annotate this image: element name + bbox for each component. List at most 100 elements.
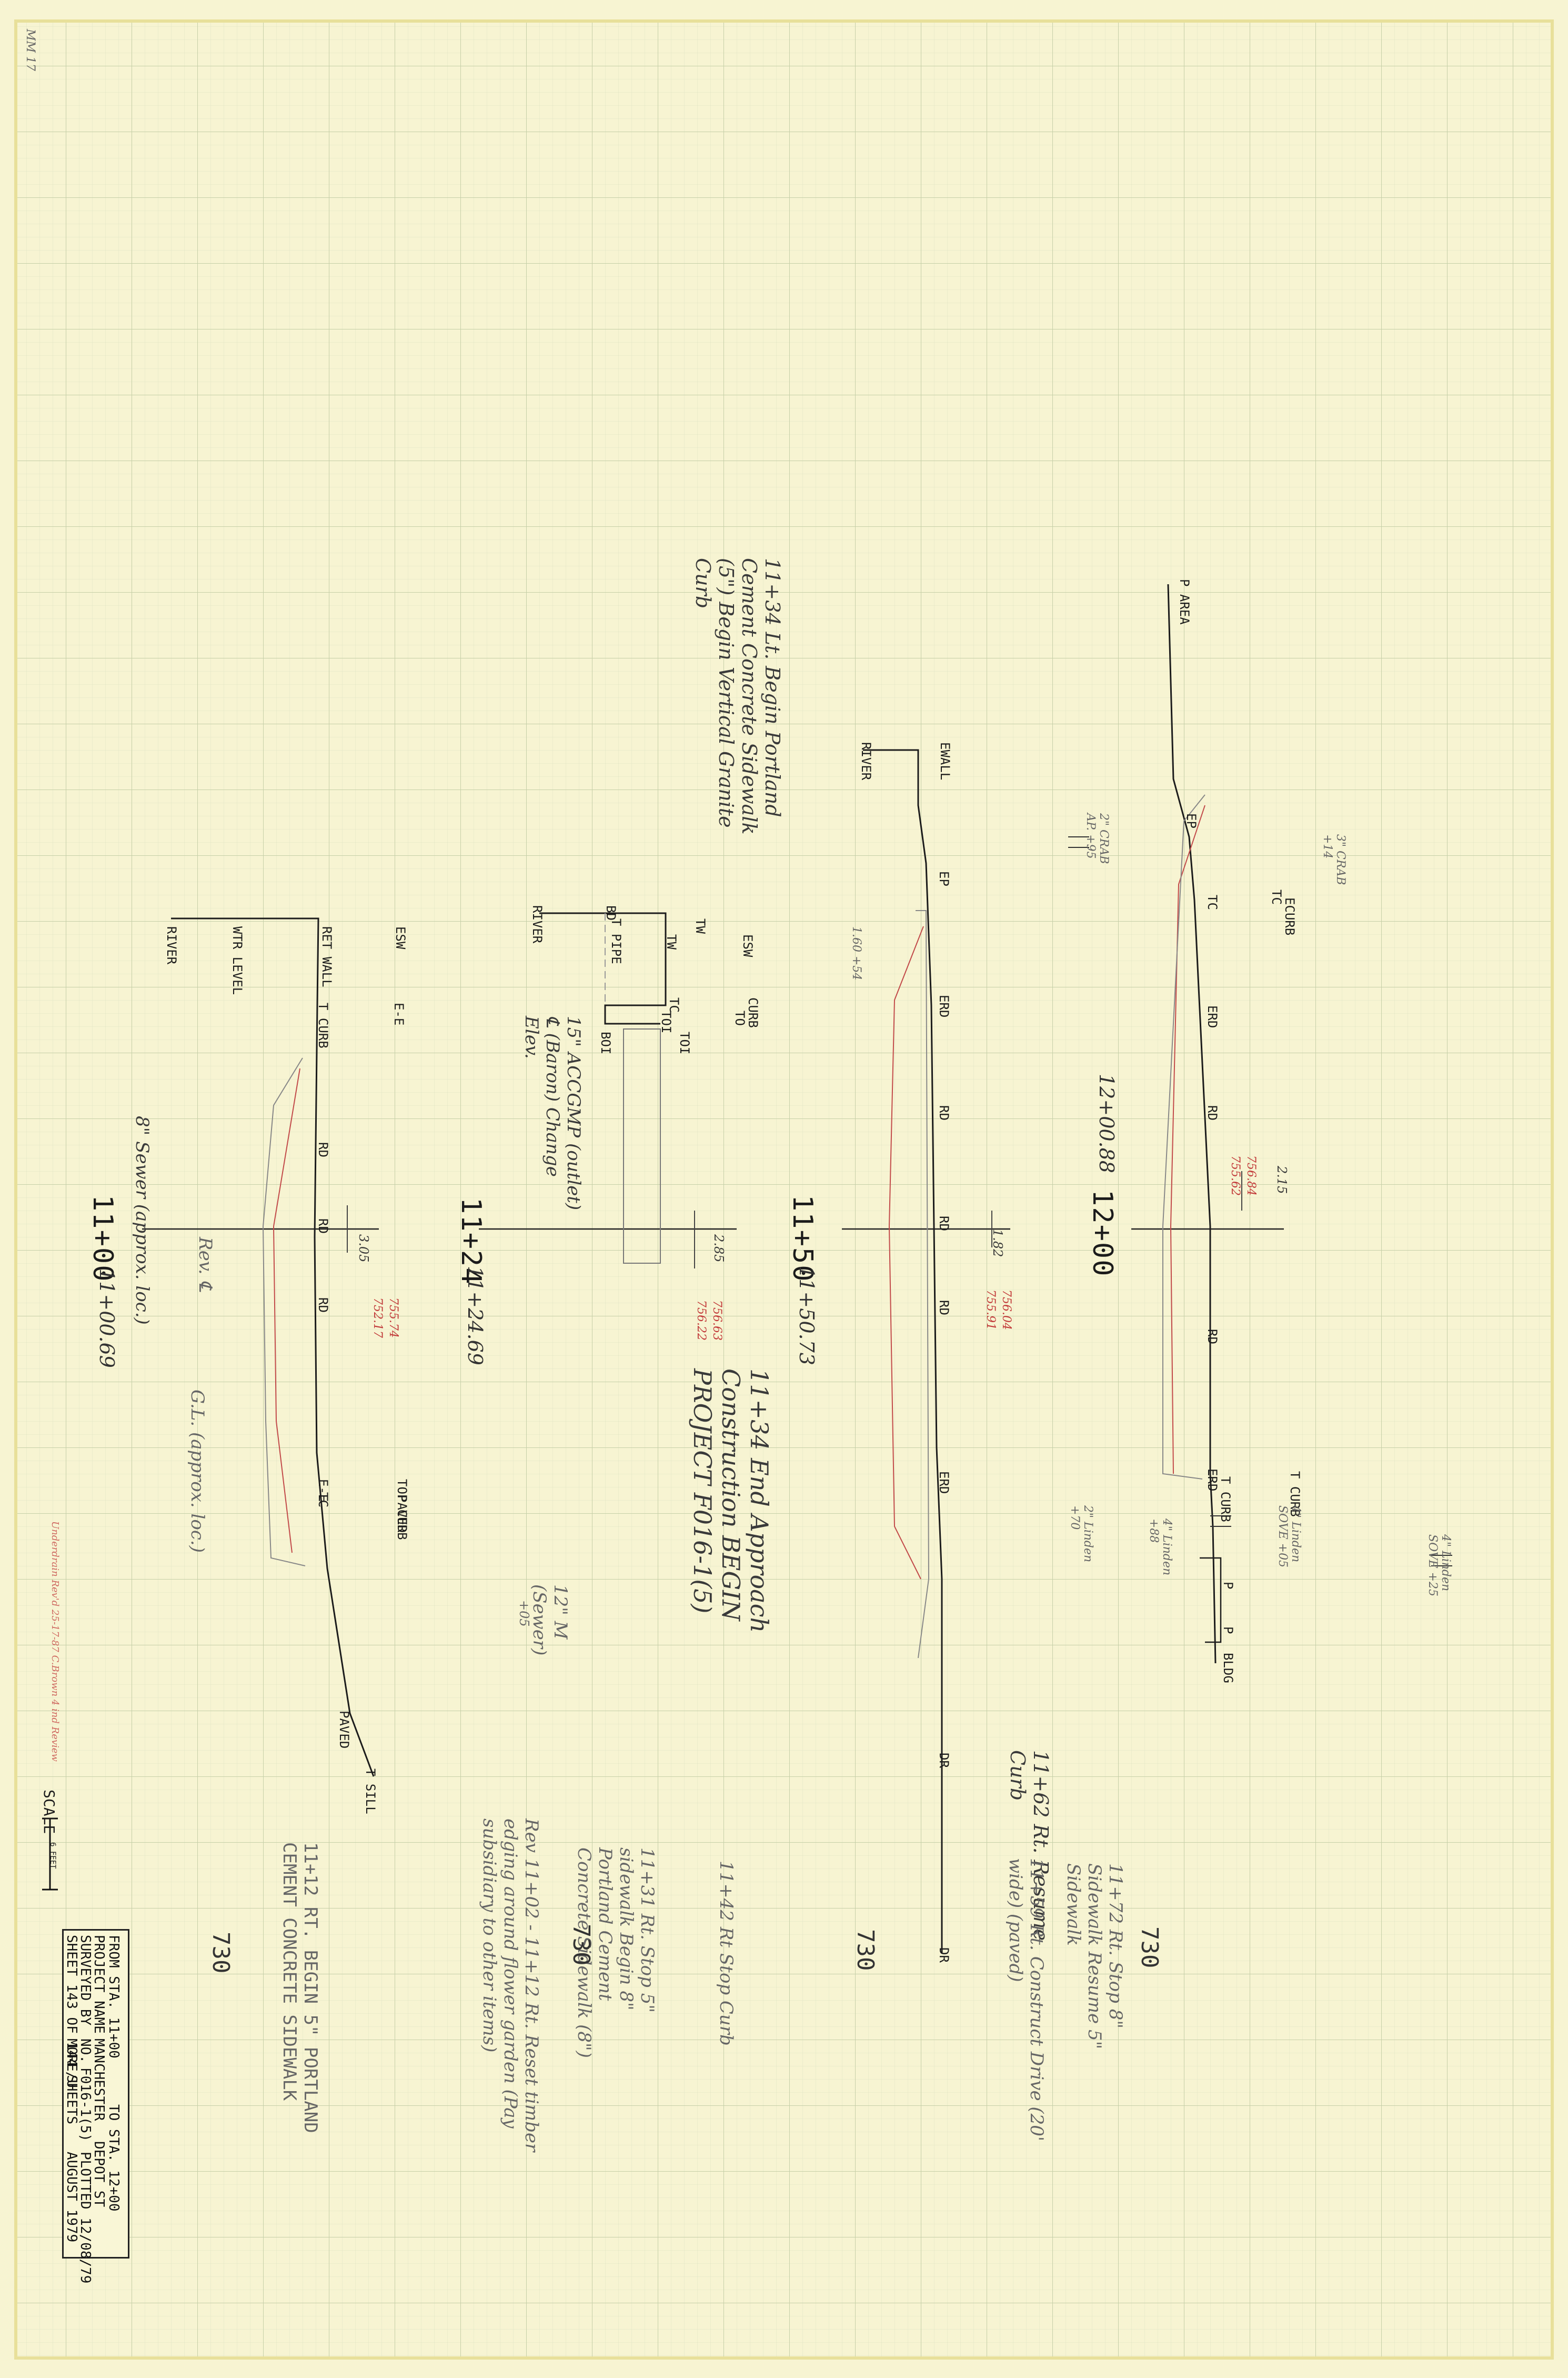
elev-4a: 756.84 bbox=[1244, 1155, 1258, 1196]
label-toi-b: TOI bbox=[677, 1032, 692, 1055]
label-wtr-level: WTR LEVEL bbox=[230, 926, 245, 995]
tb-plotted: PLOTTED 12/08/79 bbox=[77, 2152, 93, 2284]
tree-note-crab-b: 3" CRAB +14 bbox=[1321, 834, 1347, 885]
station-sub-1: 11+00.69 bbox=[95, 1268, 118, 1368]
section-1-red-line bbox=[273, 1068, 300, 1553]
label-esw-2: ESW bbox=[740, 934, 755, 957]
label-river-3: RIVER bbox=[859, 742, 873, 781]
label-erd-4a: ERD bbox=[1205, 1005, 1220, 1028]
label-erd-4b: ERD bbox=[1205, 1468, 1220, 1492]
tb-surveyed-by-label: SURVEYED BY bbox=[77, 1935, 93, 2026]
label-p-area: P AREA bbox=[1177, 579, 1192, 625]
elev-2a: 756.63 bbox=[710, 1300, 723, 1341]
section-3-walk bbox=[916, 910, 930, 1658]
section-3-red-line bbox=[888, 926, 924, 1580]
section-1-proposed-line bbox=[262, 1057, 306, 1566]
label-curb-2: CURB bbox=[746, 997, 760, 1028]
label-rd-a: RD bbox=[316, 1142, 330, 1157]
label-rd-3c: RD bbox=[937, 1300, 951, 1315]
station-label-4: 12+00 bbox=[1087, 1190, 1118, 1277]
datum-3: 730 bbox=[852, 1929, 879, 1971]
label-dr-3b: DR bbox=[937, 1947, 951, 1963]
elev-2b: 756.22 bbox=[695, 1300, 708, 1341]
bottom-note-2: Rev 11+02 - 11+12 Rt. Reset timber edgin… bbox=[479, 1819, 542, 2152]
tb-from-sta: FROM STA. 11+00 bbox=[106, 1935, 122, 2059]
tree-note-linden-b: 4" Linden +88 bbox=[1147, 1518, 1173, 1576]
scale-units: 6 FEET bbox=[48, 1842, 57, 1869]
label-river-2: RIVER bbox=[530, 905, 545, 944]
elev-3b: 755.91 bbox=[984, 1290, 997, 1330]
tree-note-linden-a: 2" Linden +70 bbox=[1068, 1505, 1094, 1563]
label-river-1: RIVER bbox=[164, 926, 179, 965]
label-rd-4a: RD bbox=[1205, 1105, 1220, 1121]
section-2-culvert bbox=[623, 1028, 661, 1264]
scale-label: SCALE bbox=[41, 1790, 58, 1834]
tb-project-no-label: NO. bbox=[77, 2039, 93, 2063]
bottom-note-4: 11+59 Rt. Construct Drive (20' wide) (pa… bbox=[1005, 1858, 1047, 2142]
label-tc-4a: TC bbox=[1205, 895, 1220, 910]
section-1-ground-line bbox=[171, 917, 375, 1777]
note-accgmp: 15" ACCGMP (outlet) ℄ (Baron) Change Ele… bbox=[521, 1016, 584, 1211]
scale-bar bbox=[42, 1817, 58, 1891]
label-dr-3a: DR bbox=[937, 1753, 951, 1768]
label-t-sill: T SILL bbox=[363, 1768, 378, 1814]
bottom-note-1: 11+12 RT. BEGIN 5" PORTLAND CEMENT CONCR… bbox=[279, 1842, 321, 2133]
tb-date: AUGUST 1979 bbox=[64, 2152, 79, 2243]
tree-note-crab: 2" CRAB AP. +95 bbox=[1084, 813, 1110, 864]
label-ep-3: EP bbox=[937, 871, 951, 886]
datum-1: 730 bbox=[207, 1932, 234, 1974]
note-begin-project: 11+34 End Approach Construction BEGIN PR… bbox=[688, 1368, 773, 1633]
label-paved-2: PAVED bbox=[337, 1711, 351, 1749]
elev-4b: 755.62 bbox=[1229, 1155, 1242, 1196]
station-sub-2: 11+24.69 bbox=[464, 1266, 487, 1365]
note-plus-05: +05 bbox=[517, 1600, 531, 1627]
section-4-red-line bbox=[1170, 805, 1205, 1474]
label-boi: BOI bbox=[598, 1032, 613, 1055]
margin-note: Underdrain Rev'd 25-17-87 C.Brown 4 ind … bbox=[49, 1521, 61, 1762]
label-bldg: BLDG bbox=[1221, 1653, 1235, 1683]
dim-2-15: 2.15 bbox=[1274, 1166, 1289, 1194]
label-p-a: P bbox=[1221, 1582, 1235, 1590]
bottom-note-3: 11+42 Rt Stop Curb bbox=[716, 1861, 737, 2046]
label-ecurb: ECURB bbox=[1282, 897, 1297, 936]
label-tc-4b: TC bbox=[1269, 890, 1284, 905]
elev-3a: 756.04 bbox=[1000, 1290, 1013, 1330]
label-t-curb-4a: T CURB bbox=[1218, 1476, 1233, 1522]
label-ep-4: EP bbox=[1184, 813, 1199, 828]
station-sub-3: 11+50.73 bbox=[795, 1266, 818, 1365]
label-erd-3a: ERD bbox=[937, 995, 951, 1018]
section-4-ground-line bbox=[1167, 584, 1217, 1664]
tb-to-sta: TO STA. 12+00 bbox=[106, 2104, 122, 2212]
label-tw-a: TW bbox=[693, 918, 708, 934]
tree-note-linden-d: 4" Linden SOVE +25 bbox=[1426, 1534, 1452, 1597]
bottom-note-4b: 11+72 Rt. Stop 8" Sidewalk Resume 5" Sid… bbox=[1063, 1863, 1126, 2050]
note-sewer: 8" Sewer (approx. loc.) bbox=[132, 1116, 153, 1325]
section-2-structure bbox=[539, 912, 667, 1025]
label-e-e: E-E bbox=[391, 1003, 406, 1026]
label-rd-3a: RD bbox=[937, 1105, 951, 1121]
label-erd-3b: ERD bbox=[937, 1471, 951, 1494]
label-p-b: P bbox=[1221, 1626, 1235, 1634]
note-12-m-sewer: 12" M (Sewer) bbox=[529, 1584, 571, 1656]
note-rev: Rev. ℄ bbox=[195, 1237, 216, 1292]
section-3-ground-line bbox=[863, 749, 943, 1953]
dim-3-05: 3.05 bbox=[356, 1234, 371, 1263]
corner-mark: MM 17 bbox=[24, 29, 37, 72]
label-ewall: EWALL bbox=[938, 742, 952, 781]
tb-project-name: MANCHESTER bbox=[91, 2039, 107, 2121]
elev-1a: 755.74 bbox=[387, 1297, 400, 1338]
station-sub-4: 12+00.88 bbox=[1095, 1074, 1118, 1173]
elev-1b: 752.17 bbox=[371, 1297, 384, 1338]
label-ret-wall: RET WALL bbox=[319, 926, 334, 987]
dim-1-82: 1.82 bbox=[990, 1229, 1005, 1257]
label-tc: TC bbox=[316, 1492, 330, 1507]
tb-sheet: SHEET 143 OF 144 SHEETS bbox=[64, 1935, 79, 2125]
tb-street: DEPOT ST bbox=[91, 2141, 107, 2207]
note-gl: G.L. (approx. loc.) bbox=[187, 1390, 208, 1553]
label-rd-3b: RD bbox=[937, 1216, 951, 1231]
title-block: FROM STA. 11+00 TO STA. 12+00 PROJECT NA… bbox=[62, 1929, 129, 2283]
datum-4: 730 bbox=[1136, 1926, 1163, 1969]
label-t-curb: T CURB bbox=[316, 1003, 330, 1048]
